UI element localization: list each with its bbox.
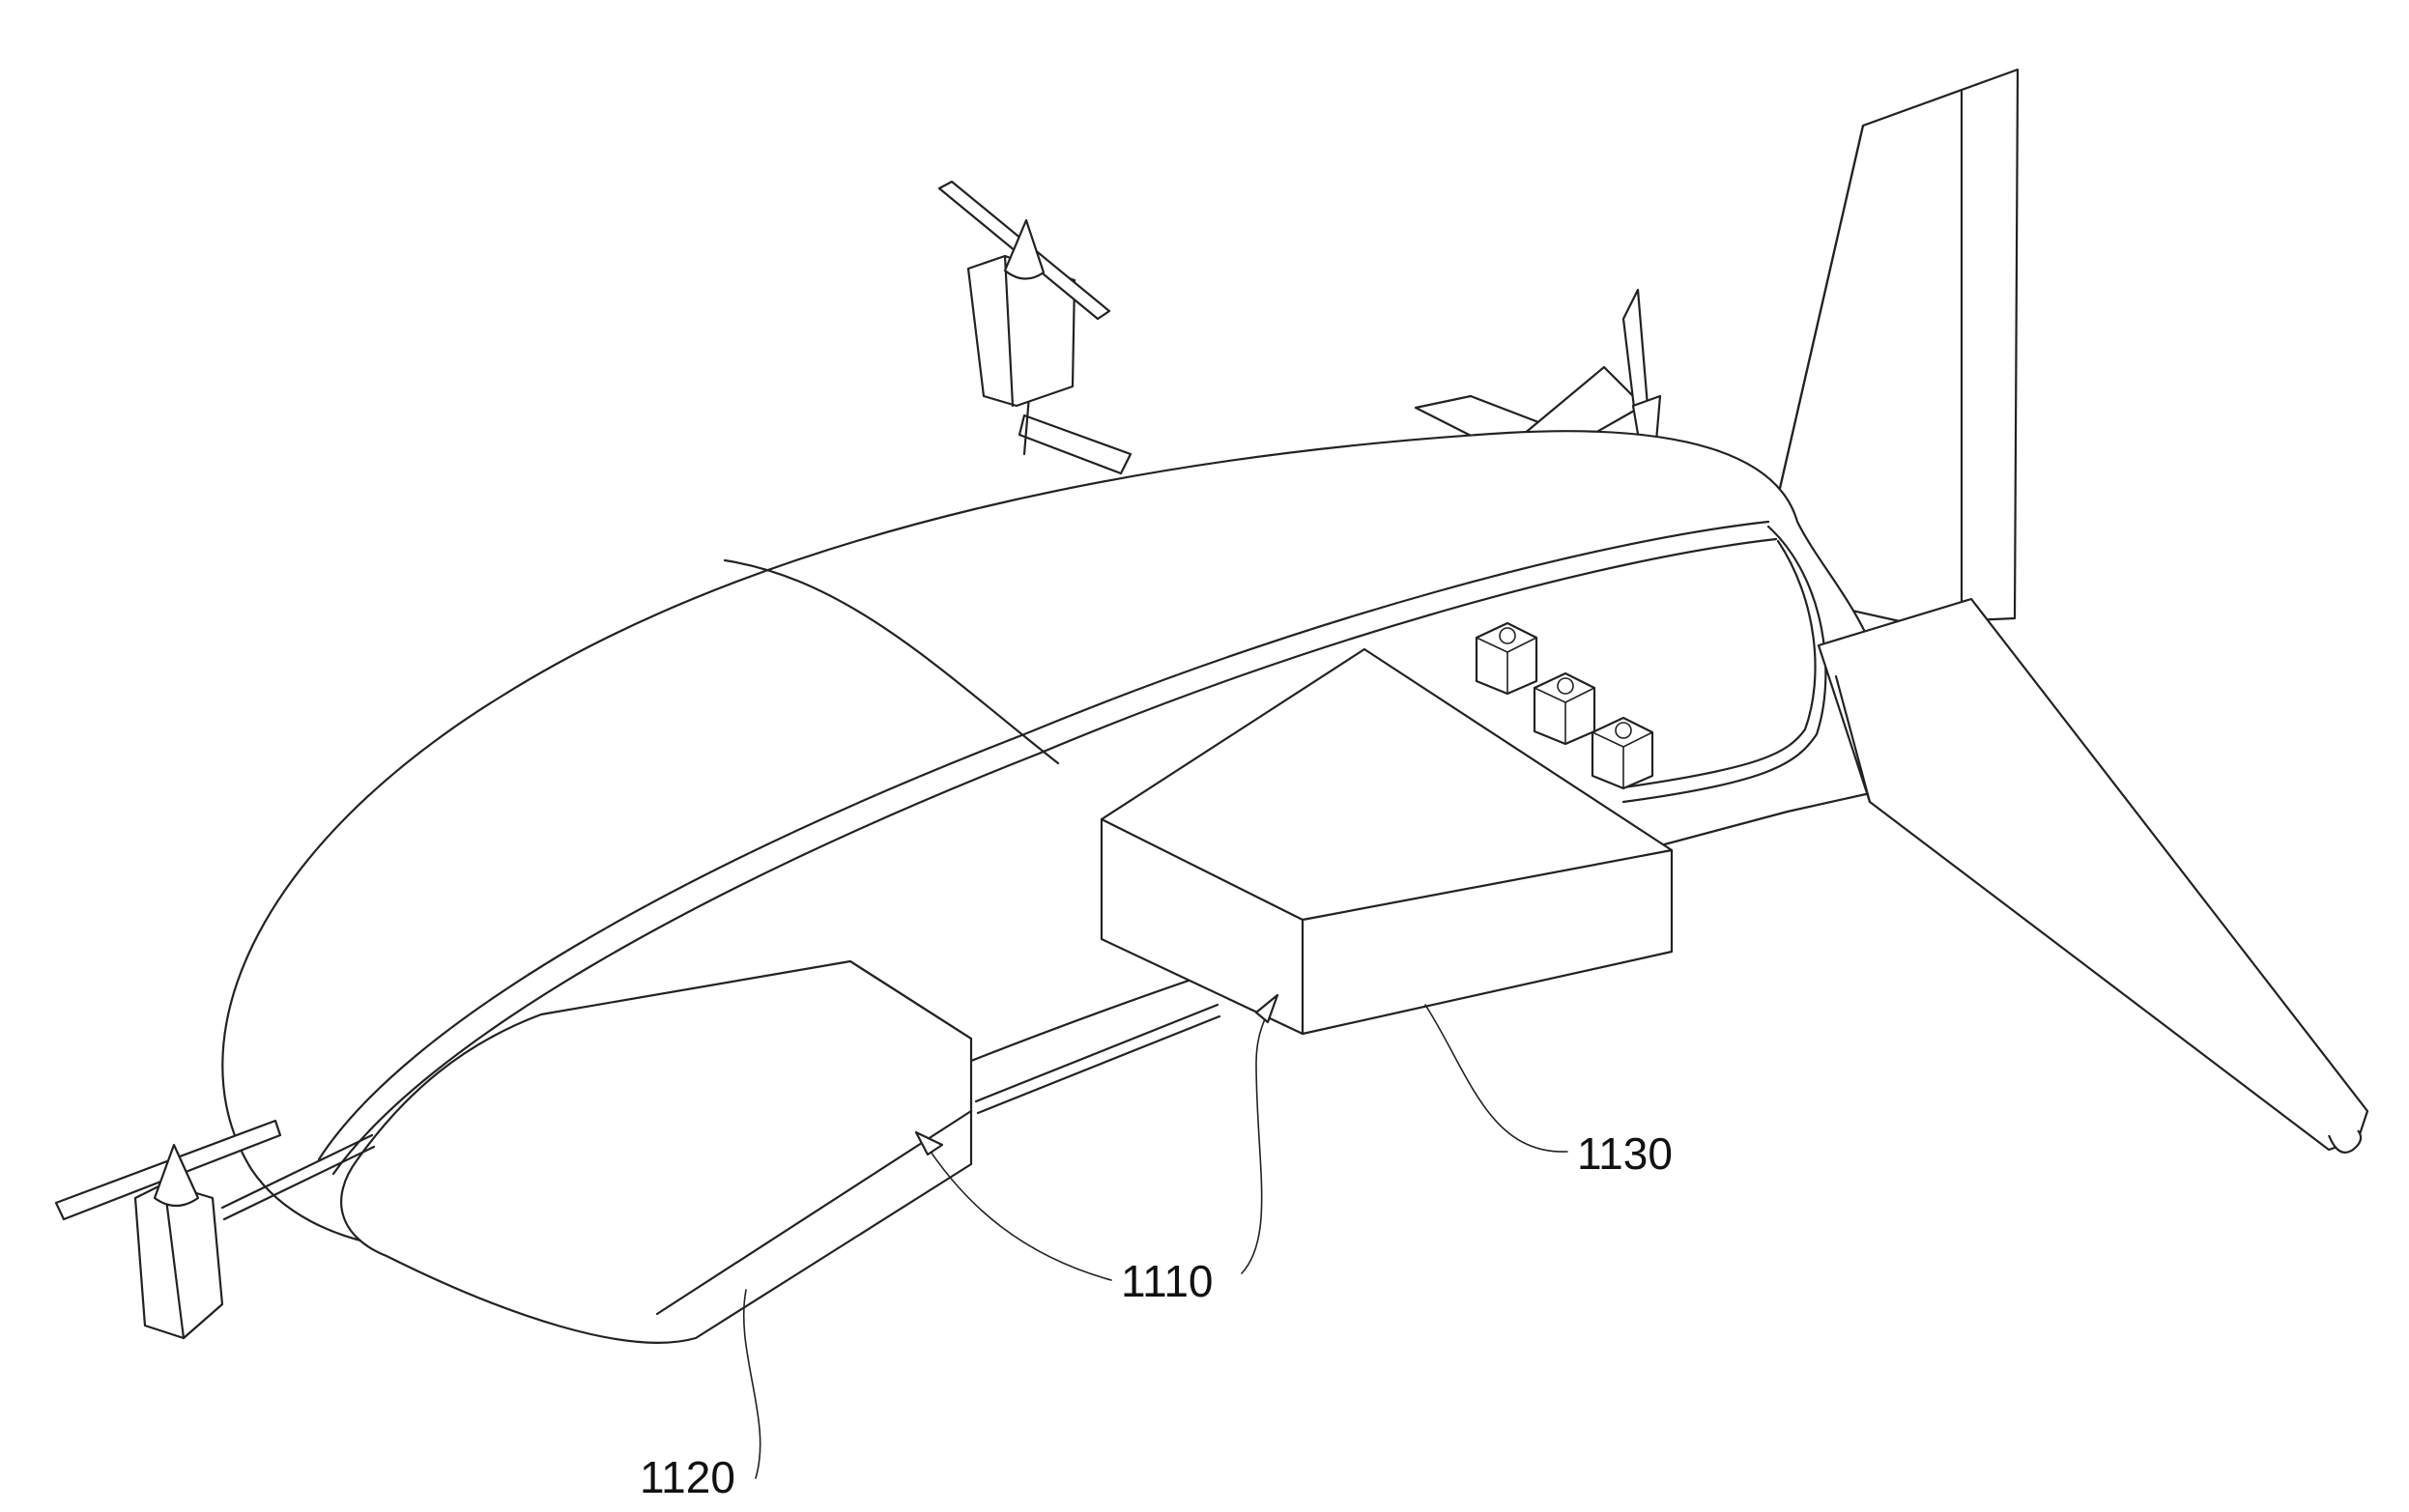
ref-label-1110: 1110 bbox=[1121, 1256, 1214, 1306]
leader-1110-b bbox=[1242, 1005, 1274, 1273]
module-3 bbox=[1592, 718, 1652, 788]
rear-left-strut bbox=[1024, 396, 1029, 454]
ref-label-1130: 1130 bbox=[1577, 1128, 1673, 1179]
stabilizer-body bbox=[1819, 599, 2367, 1150]
leader-1130 bbox=[1425, 1005, 1567, 1152]
module-1 bbox=[1477, 623, 1536, 694]
ref-label-1120: 1120 bbox=[640, 1452, 735, 1502]
horizontal-tail bbox=[1819, 599, 2367, 1153]
rear-left-rotor-assembly bbox=[939, 182, 1131, 473]
leader-1120 bbox=[744, 1290, 760, 1478]
rear-left-boom bbox=[1019, 415, 1131, 473]
module-2 bbox=[1534, 673, 1594, 744]
